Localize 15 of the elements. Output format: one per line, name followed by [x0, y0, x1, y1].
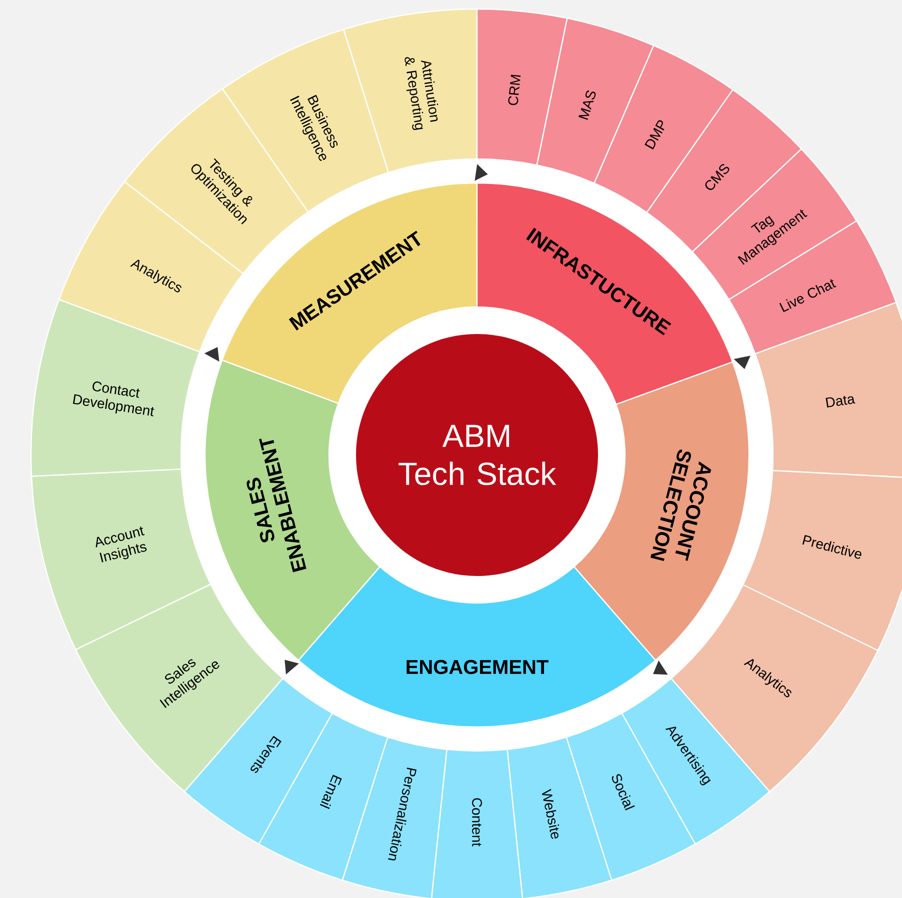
- node-label: CRM: [508, 74, 521, 106]
- arrow: [653, 650, 668, 675]
- item-segment: Account Insights: [30, 468, 212, 650]
- item-segment: Contact Development: [30, 298, 200, 477]
- item-segment: Attrinution & Reporting: [343, 8, 478, 174]
- item-segment: Website: [506, 736, 612, 898]
- arrow: [284, 660, 310, 674]
- arrow: [464, 164, 488, 186]
- node-label: Content: [472, 798, 482, 846]
- item-segment: Content: [430, 748, 524, 898]
- arrow: [725, 352, 750, 370]
- node-label: Attrinution & Reporting: [404, 57, 438, 130]
- node-label: Website: [542, 788, 560, 839]
- item-segment: CRM: [476, 8, 568, 166]
- node-label: Data: [826, 396, 856, 408]
